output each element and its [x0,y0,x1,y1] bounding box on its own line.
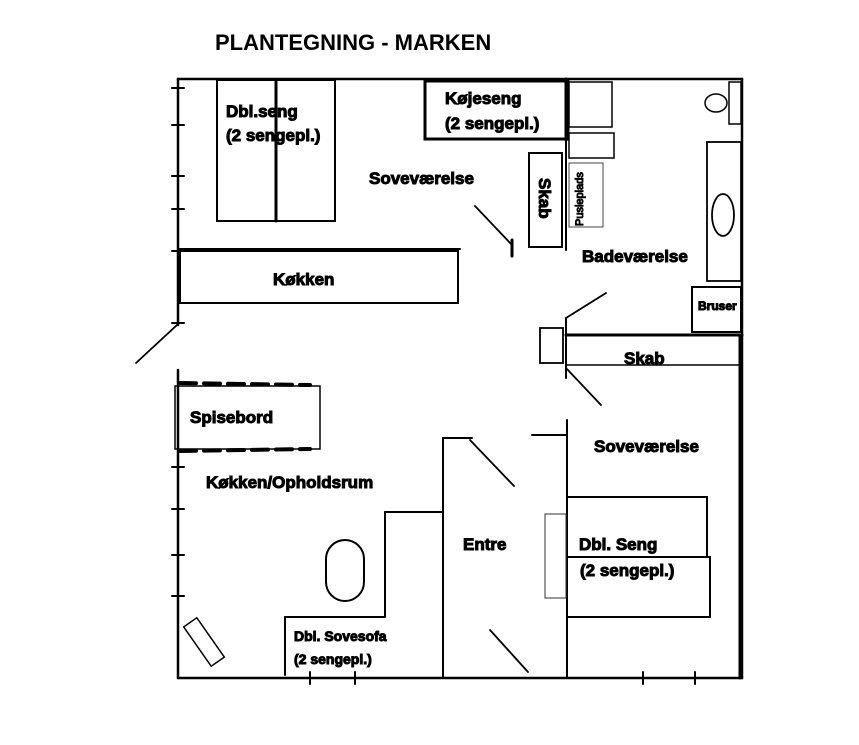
bath-shelf-1 [568,81,613,128]
wall-ticks [171,87,696,685]
bunk-bed-label-2: (2 sengepl.) [445,114,539,133]
coffee-table [325,539,365,602]
changing-table-label: Pusleplads [574,172,586,226]
double-bed-bottom-label-2: (2 sengepl.) [580,561,674,580]
entry-label: Entre [463,535,506,554]
living-label: Køkken/Opholdsrum [206,473,373,492]
shower-label: Bruser [698,299,737,313]
closet-mid-label: Skab [624,349,665,368]
double-bed-bottom [566,496,711,618]
bath-shelf-2 [568,132,615,159]
toilet-icon [704,81,742,125]
door-bathroom [565,292,607,319]
door-closet [565,367,602,406]
bathtub-icon [706,141,742,282]
sofa-bed-label-1: Dbl. Sovesofa [294,628,387,644]
closet-top [528,152,563,248]
door-entry [469,439,515,487]
sofa-bed-label-2: (2 sengepl.) [294,651,372,667]
closet-top-label: Skab [535,178,554,219]
page-title: PLANTEGNING - MARKEN [215,30,492,55]
bathroom-label: Badeværelse [582,247,688,266]
kitchen-counter [179,250,459,304]
door-entry-bottom [489,629,529,673]
interior-walls [177,139,744,679]
dining-table-label: Spisebord [190,408,273,427]
bunk-bed-label-1: Køjeseng [445,89,522,108]
changing-table [568,162,604,228]
shower [691,286,742,333]
double-bed-top-label-1: Dbl.seng [226,102,298,121]
nightstand [544,513,567,599]
kitchen-label: Køkken [273,270,334,289]
dining-table [174,381,321,453]
double-bed-top [216,78,336,223]
bunk-bed [423,79,570,141]
door-bedroom-top [474,205,513,246]
double-bed-bottom-label-1: Dbl. Seng [579,535,657,554]
double-bed-top-label-2: (2 sengepl.) [226,126,320,145]
bedroom-top-label: Soveværelse [369,169,474,188]
door-front [135,324,178,364]
bedroom-bottom-label: Soveværelse [594,437,699,456]
chair [182,616,226,668]
closet-mid-box [539,327,564,364]
doors [135,205,607,673]
